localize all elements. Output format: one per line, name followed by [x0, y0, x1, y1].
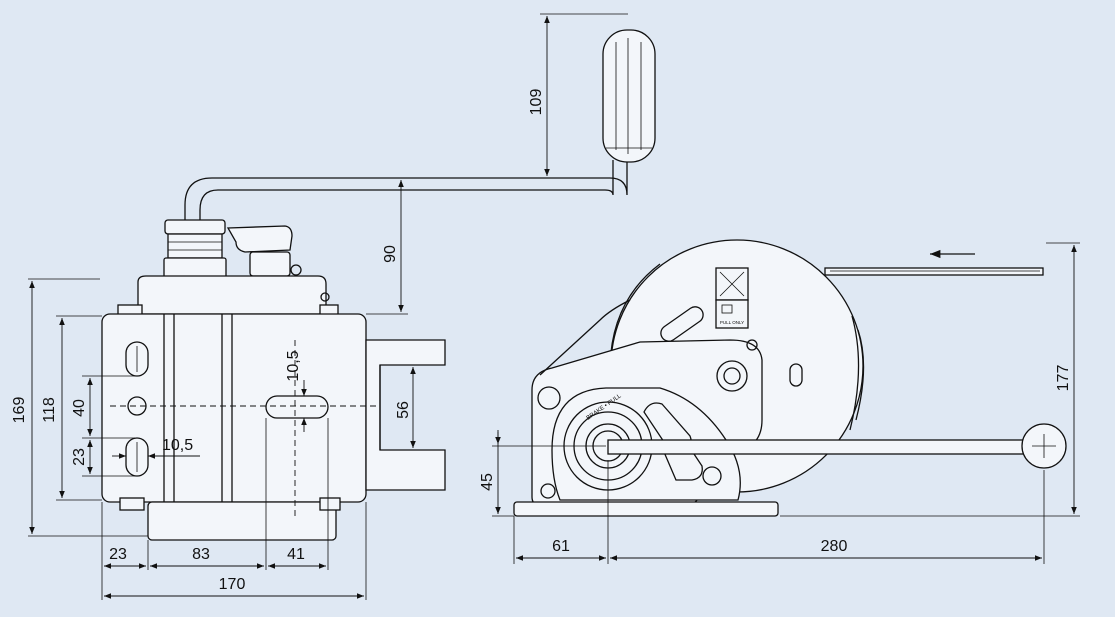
drum-slot: [660, 306, 704, 342]
main-body: [101, 313, 367, 503]
front-view: PULL ONLY BRAKE • PULL: [479, 239, 1080, 564]
dim-169: 169: [11, 397, 28, 424]
pull-only-label: PULL ONLY: [720, 320, 744, 325]
side-plate-hole: [537, 386, 561, 410]
bolt-top: [290, 264, 302, 276]
pull-only-sticker: [715, 299, 749, 329]
dim-280: 280: [821, 538, 848, 555]
dim-177: 177: [1055, 365, 1072, 392]
dim-45: 45: [479, 473, 496, 491]
crank-bar: [607, 439, 1045, 455]
drum-nut: [716, 360, 748, 392]
dim-109: 109: [528, 89, 545, 116]
dim-90: 90: [382, 245, 399, 263]
dim-118: 118: [41, 397, 58, 423]
front-base: [513, 501, 779, 517]
brake-lever: [226, 225, 293, 253]
dim-41: 41: [287, 546, 305, 563]
cable: [824, 267, 1044, 276]
dim-61: 61: [552, 538, 570, 555]
handle-arm-inner: [199, 160, 614, 222]
base-plate: [147, 501, 337, 541]
handle-arm: [184, 160, 628, 222]
dim-56: 56: [395, 401, 412, 419]
nut-left-bottom: [119, 497, 145, 511]
hub-base: [163, 257, 227, 279]
dim-23-horizontal: 23: [109, 546, 127, 563]
hub-body: [167, 233, 223, 259]
slot-horizontal: [265, 395, 329, 419]
housing-nut: [702, 466, 722, 486]
handle-grip: [602, 29, 656, 163]
dim-10-5-left: 10,5: [162, 437, 193, 454]
side-view: 169 118 40 23 10,5 10,5 56 90 109: [11, 13, 656, 600]
dim-23-vertical: 23: [71, 448, 88, 466]
dim-40: 40: [71, 399, 88, 417]
dim-170: 170: [219, 576, 246, 593]
lever-base: [249, 251, 291, 277]
slot-top: [125, 341, 149, 377]
hub-cap: [164, 219, 226, 235]
top-housing: [137, 275, 327, 315]
drum-slot-small: [789, 363, 803, 387]
dim-10-5-right: 10,5: [285, 350, 302, 381]
dim-83: 83: [192, 546, 210, 563]
